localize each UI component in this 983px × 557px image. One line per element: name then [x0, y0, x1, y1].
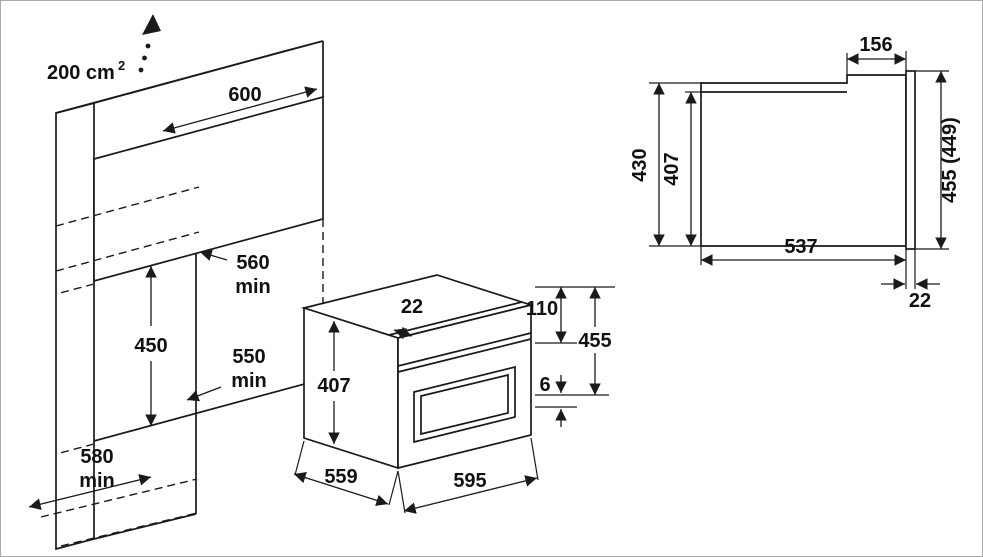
oven-door-window-inner [420, 373, 509, 436]
dim-580-min: 580 min [28, 446, 152, 510]
dim-label-455: 455 [578, 330, 611, 352]
side-view-body [700, 74, 907, 247]
dim-label-537: 537 [784, 236, 817, 258]
dim-label-560-min: min [235, 276, 271, 298]
dim-455-449: 455 (449) [915, 70, 961, 250]
oven-front-face [397, 303, 532, 470]
side-view-door [905, 70, 916, 250]
dim-450: 450 [134, 266, 168, 426]
vent-area-superscript: 2 [118, 58, 125, 73]
dim-label-580: 580 [80, 446, 113, 468]
dim-430: 430 [629, 82, 701, 247]
dim-label-600: 600 [228, 84, 261, 106]
dim-600: 600 [162, 84, 318, 134]
reference-ticks [535, 286, 615, 408]
oven-drawing: 22 110 455 6 407 [293, 274, 615, 514]
dim-label-595: 595 [453, 470, 486, 492]
dim-156: 156 [846, 34, 907, 75]
cabinet-upper-panel [93, 95, 324, 283]
cabinet-drawing: 200 cm 2 600 560 min 550 min 450 580 [28, 14, 324, 551]
dim-455: 455 [578, 287, 612, 395]
vent-area-label: 200 cm [47, 62, 115, 84]
dim-label-407-oven: 407 [317, 375, 350, 397]
dim-407-side: 407 [661, 91, 701, 246]
dim-label-22-side: 22 [909, 290, 931, 312]
dim-label-450: 450 [134, 335, 167, 357]
dim-22-top: 22 [393, 296, 423, 340]
dim-label-430: 430 [629, 148, 651, 181]
dim-560-min: 560 min [199, 249, 271, 298]
dim-6: 6 [539, 374, 567, 427]
dim-550-min: 550 min [186, 346, 267, 402]
dim-407-oven: 407 [317, 321, 351, 444]
dim-label-550: 550 [232, 346, 265, 368]
dim-label-6: 6 [539, 374, 550, 396]
dim-label-407-side: 407 [661, 152, 683, 185]
dim-22-side: 22 [881, 249, 940, 312]
dim-label-455-449: 455 (449) [939, 117, 961, 203]
dim-label-559: 559 [324, 466, 357, 488]
dim-label-580-min: min [79, 470, 115, 492]
dim-559: 559 [293, 440, 399, 507]
dim-110: 110 [526, 287, 567, 343]
oven-door-window-outer [413, 365, 516, 444]
dim-label-22-top: 22 [401, 296, 423, 318]
dim-537: 537 [700, 236, 907, 289]
dim-595: 595 [397, 437, 539, 514]
dim-label-550-min: min [231, 370, 267, 392]
ventilation-arrow-icon [138, 14, 161, 73]
dim-label-156: 156 [859, 34, 892, 56]
niche-floor-edge [93, 378, 324, 442]
side-view-drawing: 430 407 156 455 (449) 537 [629, 34, 961, 312]
dim-label-560: 560 [236, 252, 269, 274]
dim-label-110: 110 [526, 298, 558, 320]
